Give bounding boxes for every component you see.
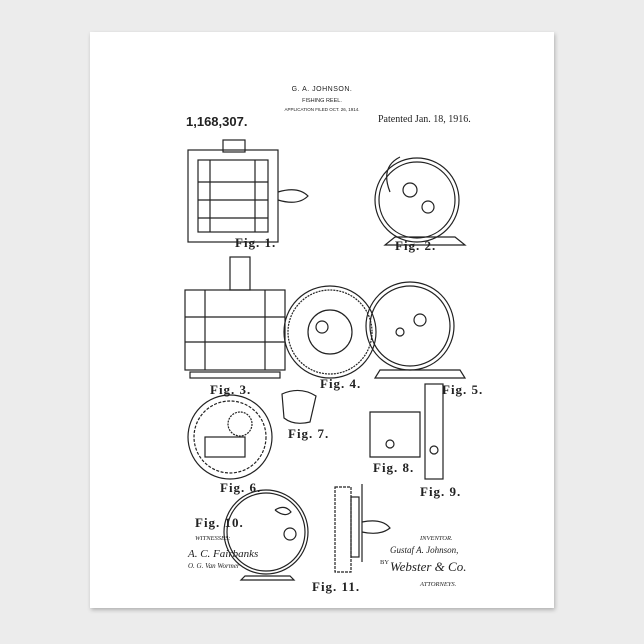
figure-3-drawing — [185, 257, 285, 378]
figure-5-drawing — [366, 282, 465, 378]
figure-7-label: Fig. 7. — [288, 426, 329, 442]
figure-8-drawing — [370, 412, 420, 457]
witnesses-label: WITNESSES: — [195, 535, 230, 542]
figure-1-label: Fig. 1. — [235, 235, 276, 251]
figure-9-drawing — [425, 384, 443, 479]
figure-2-label: Fig. 2. — [395, 238, 436, 254]
figure-3-label: Fig. 3. — [210, 382, 251, 398]
by-label: BY — [380, 559, 389, 566]
attorneys-signature: Webster & Co. — [390, 559, 466, 575]
figure-8-label: Fig. 8. — [373, 460, 414, 476]
attorneys-label: ATTORNEYS. — [420, 581, 456, 588]
figure-6-drawing — [188, 395, 272, 479]
patent-poster: G. A. JOHNSON. FISHING REEL. APPLICATION… — [90, 32, 554, 608]
inventor-label: INVENTOR. — [420, 535, 453, 542]
figure-5-label: Fig. 5. — [442, 382, 483, 398]
figure-4-label: Fig. 4. — [320, 376, 361, 392]
witness-signature-1: A. C. Fairbanks — [188, 548, 258, 560]
figure-7-drawing — [282, 390, 316, 423]
inventor-signature: Gustaf A. Johnson, — [390, 545, 458, 555]
figure-1-drawing — [188, 140, 308, 242]
figure-6-label: Fig. 6. — [220, 480, 261, 496]
patent-drawings — [90, 32, 554, 608]
figure-9-label: Fig. 9. — [420, 484, 461, 500]
figure-10-label: Fig. 10. — [195, 515, 244, 531]
figure-11-label: Fig. 11. — [312, 579, 360, 595]
figure-2-drawing — [375, 157, 465, 245]
figure-4-drawing — [284, 286, 376, 378]
witness-signature-2: O. G. Van Wormer — [188, 562, 240, 570]
